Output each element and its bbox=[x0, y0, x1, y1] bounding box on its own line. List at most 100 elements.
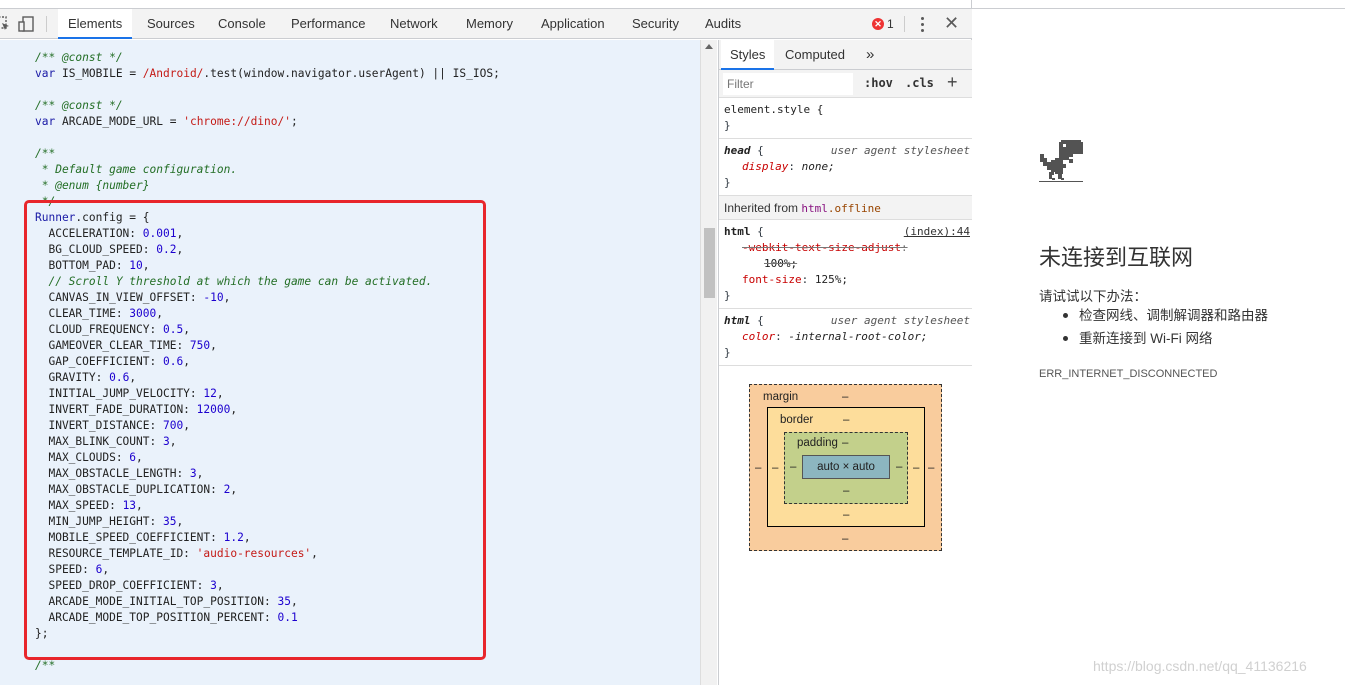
code-token: , bbox=[176, 515, 184, 528]
border-top-value[interactable]: – bbox=[843, 414, 850, 426]
code-token: , bbox=[210, 339, 217, 352]
tab-console[interactable]: Console bbox=[218, 16, 266, 31]
code-token: , bbox=[129, 371, 137, 384]
code-token: 0.001 bbox=[142, 227, 177, 240]
prop-value[interactable]: -internal-root-color; bbox=[788, 330, 928, 343]
tab-application[interactable]: Application bbox=[541, 16, 605, 31]
code-scrollbar[interactable] bbox=[700, 40, 717, 685]
border-left-value[interactable]: – bbox=[772, 462, 779, 474]
tab-performance[interactable]: Performance bbox=[291, 16, 366, 31]
window-top-strip bbox=[0, 0, 1345, 9]
code-line: SPEED_DROP_COEFFICIENT: 3, bbox=[35, 578, 500, 594]
prop-name[interactable]: color bbox=[742, 330, 776, 343]
code-token: 12 bbox=[203, 387, 217, 400]
source-code-pane[interactable]: /** @const */var IS_MOBILE = /Android/.t… bbox=[0, 40, 700, 685]
rule-selector: head bbox=[724, 144, 751, 157]
prop-name[interactable]: display bbox=[742, 160, 789, 173]
devtools-toolbar: Elements Sources Console Performance Net… bbox=[0, 9, 972, 39]
code-token: , bbox=[176, 243, 184, 256]
border-bottom-value[interactable]: – bbox=[843, 509, 850, 521]
prop-name-overridden[interactable]: -webkit-text-size-adjust bbox=[742, 241, 901, 254]
rule-head[interactable]: head { user agent stylesheet display: no… bbox=[719, 139, 972, 196]
tab-elements[interactable]: Elements bbox=[58, 9, 133, 39]
code-token: .test(window.navigator.userAgent) || bbox=[203, 67, 453, 80]
rule-selector: html bbox=[724, 314, 751, 327]
inherited-header: Inherited from html.offline bbox=[719, 196, 972, 220]
code-token: , bbox=[196, 467, 204, 480]
tab-computed[interactable]: Computed bbox=[785, 47, 845, 62]
box-model-content[interactable]: auto × auto bbox=[802, 455, 890, 479]
code-token: 0.1 bbox=[277, 611, 298, 624]
prop-value[interactable]: none; bbox=[801, 160, 835, 173]
hov-toggle[interactable]: :hov bbox=[864, 76, 893, 90]
code-token: 2 bbox=[223, 483, 231, 496]
code-token: , bbox=[176, 227, 184, 240]
box-model-margin[interactable]: margin – – – – border – – – – padding – … bbox=[749, 384, 942, 551]
tab-audits[interactable]: Audits bbox=[705, 16, 742, 31]
code-token: , bbox=[102, 563, 110, 576]
scroll-up-icon[interactable] bbox=[705, 44, 713, 49]
rule-html-ua[interactable]: html { user agent stylesheet color: -int… bbox=[719, 309, 972, 366]
tab-memory[interactable]: Memory bbox=[466, 16, 513, 31]
code-token: , bbox=[183, 419, 190, 432]
margin-right-value[interactable]: – bbox=[928, 462, 935, 474]
code-token: ; bbox=[291, 115, 298, 128]
rule-source-link[interactable]: (index):44 bbox=[903, 225, 970, 238]
padding-left-value[interactable]: – bbox=[790, 461, 797, 473]
padding-top-value[interactable]: – bbox=[842, 437, 849, 449]
styles-filter-input[interactable] bbox=[723, 73, 853, 95]
inherited-element-link[interactable]: html.offline bbox=[801, 202, 881, 215]
code-token: CLOUD_FREQUENCY: bbox=[35, 323, 163, 336]
code-token: , bbox=[156, 307, 163, 320]
margin-bottom-value[interactable]: – bbox=[842, 533, 849, 545]
code-token: GRAVITY: bbox=[35, 371, 110, 384]
prop-name[interactable]: font-size bbox=[742, 273, 802, 286]
tab-sources[interactable]: Sources bbox=[147, 16, 195, 31]
dino-icon[interactable] bbox=[1039, 140, 1083, 184]
code-token: SPEED: bbox=[35, 563, 96, 576]
padding-bottom-value[interactable]: – bbox=[843, 485, 850, 497]
code-token: MIN_JUMP_HEIGHT: bbox=[35, 515, 163, 528]
code-line: BG_CLOUD_SPEED: 0.2, bbox=[35, 242, 500, 258]
code-token: GAMEOVER_CLEAR_TIME: bbox=[35, 339, 190, 352]
box-model-border[interactable]: border – – – – padding – – – – auto × au… bbox=[767, 407, 925, 527]
more-tabs-icon[interactable]: » bbox=[866, 46, 875, 63]
tab-network[interactable]: Network bbox=[390, 16, 438, 31]
code-token: , bbox=[216, 579, 224, 592]
device-toolbar-icon[interactable] bbox=[18, 15, 36, 33]
code-token: GAP_COEFFICIENT: bbox=[35, 355, 163, 368]
scrollbar-thumb[interactable] bbox=[704, 228, 715, 298]
tab-security[interactable]: Security bbox=[632, 16, 679, 31]
code-line: INVERT_FADE_DURATION: 12000, bbox=[35, 402, 500, 418]
padding-right-value[interactable]: – bbox=[896, 461, 903, 473]
margin-left-value[interactable]: – bbox=[755, 462, 762, 474]
border-right-value[interactable]: – bbox=[913, 462, 920, 474]
tab-styles[interactable]: Styles bbox=[721, 40, 775, 70]
rule-html-index[interactable]: html { (index):44 -webkit-text-size-adju… bbox=[719, 220, 972, 309]
watermark: https://blog.csdn.net/qq_41136216 bbox=[1093, 658, 1307, 674]
code-token: = bbox=[163, 115, 184, 128]
code-line: INITIAL_JUMP_VELOCITY: 12, bbox=[35, 386, 500, 402]
devtools-panel: Elements Sources Console Performance Net… bbox=[0, 0, 972, 685]
rule-element-style[interactable]: element.style { } bbox=[719, 98, 972, 139]
cls-toggle[interactable]: .cls bbox=[905, 76, 934, 90]
code-token: 35 bbox=[162, 515, 177, 528]
prop-value[interactable]: 125%; bbox=[814, 273, 848, 286]
new-style-rule-button[interactable]: + bbox=[947, 72, 958, 92]
prop-value-overridden[interactable]: 100%; bbox=[764, 257, 798, 270]
close-icon[interactable]: ✕ bbox=[944, 13, 960, 33]
more-options-icon[interactable] bbox=[916, 15, 928, 33]
code-line: * @enum {number} bbox=[35, 178, 500, 194]
margin-top-value[interactable]: – bbox=[842, 391, 849, 403]
box-model-padding[interactable]: padding – – – – auto × auto bbox=[784, 432, 908, 504]
error-counter[interactable]: ✕ 1 bbox=[872, 17, 894, 31]
error-count: 1 bbox=[887, 17, 894, 31]
code-token: 3000 bbox=[129, 307, 157, 320]
code-token: , bbox=[216, 387, 224, 400]
code-line: MOBILE_SPEED_COEFFICIENT: 1.2, bbox=[35, 530, 500, 546]
code-token: ; bbox=[493, 67, 500, 80]
rule-close-brace: } bbox=[724, 346, 731, 359]
code-line: MIN_JUMP_HEIGHT: 35, bbox=[35, 514, 500, 530]
inspect-icon[interactable] bbox=[0, 15, 12, 33]
code-token: , bbox=[136, 499, 143, 512]
